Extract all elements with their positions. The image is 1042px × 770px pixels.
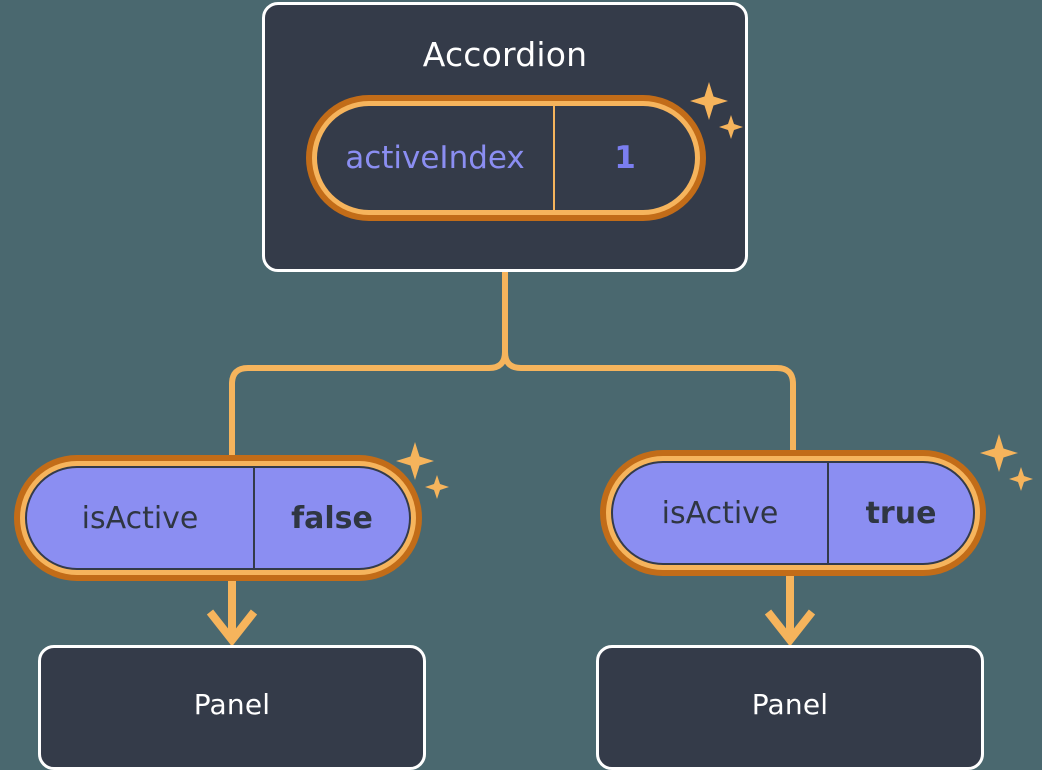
arrow-head-right <box>764 609 816 647</box>
pill-ring-inner: isActive true <box>606 456 980 570</box>
connector-to-left-branch <box>229 269 508 458</box>
prop-value-activeindex: 1 <box>614 140 636 176</box>
pill-ring-inner: isActive false <box>20 461 416 575</box>
prop-pill-activeindex[interactable]: activeIndex 1 <box>306 95 706 221</box>
panel-component-card-right[interactable]: Panel <box>596 645 984 770</box>
prop-pill-isactive-false[interactable]: isActive false <box>14 455 422 581</box>
pill-body: isActive false <box>25 466 411 570</box>
pill-body: isActive true <box>611 461 975 565</box>
connector-to-right-branch <box>502 269 796 453</box>
accordion-title: Accordion <box>422 35 588 74</box>
prop-key-isactive-left: isActive <box>27 468 255 568</box>
pill-ring-inner: activeIndex 1 <box>312 101 700 215</box>
prop-value-isactive-left: false <box>291 500 373 536</box>
prop-key-activeindex: activeIndex <box>317 106 555 210</box>
prop-pill-isactive-true[interactable]: isActive true <box>600 450 986 576</box>
sparkle-icon-right <box>980 434 1033 491</box>
panel-title-left: Panel <box>193 688 271 721</box>
panel-title-right: Panel <box>751 688 829 721</box>
panel-component-card-left[interactable]: Panel <box>38 645 426 770</box>
prop-value-isactive-right: true <box>865 495 937 531</box>
prop-key-isactive-right: isActive <box>613 463 829 563</box>
pill-body: activeIndex 1 <box>317 106 695 210</box>
arrow-head-left <box>206 609 258 647</box>
